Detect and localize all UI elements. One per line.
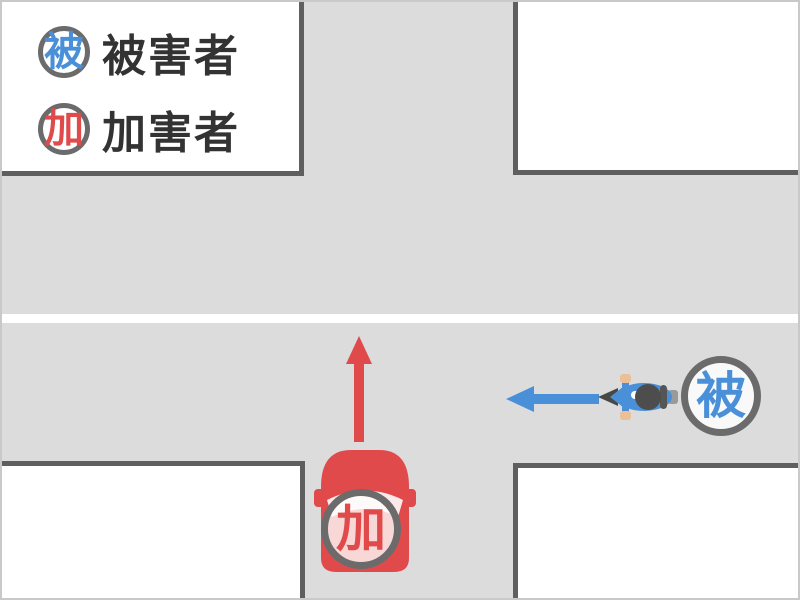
victim-direction-arrow-icon bbox=[506, 386, 599, 412]
road-center-line bbox=[2, 314, 798, 323]
legend-row-attacker: 加 加害者 bbox=[38, 97, 240, 161]
attacker-vehicle-badge: 加 bbox=[321, 489, 401, 569]
victim-vehicle-badge: 被 bbox=[681, 356, 761, 436]
attacker-direction-arrow-icon bbox=[346, 336, 372, 442]
victim-legend-label: 被害者 bbox=[102, 31, 240, 82]
attacker-legend-label: 加害者 bbox=[102, 108, 240, 159]
corner-block-bottom-left bbox=[2, 461, 305, 598]
corner-block-bottom-right bbox=[513, 463, 798, 598]
motorcycle-icon bbox=[598, 374, 678, 420]
victim-badge-icon: 被 bbox=[38, 26, 90, 78]
attacker-badge-icon: 加 bbox=[38, 103, 90, 155]
legend-row-victim: 被 被害者 bbox=[38, 20, 240, 84]
legend: 被 被害者 加 加害者 bbox=[38, 20, 240, 174]
corner-block-top-right bbox=[513, 2, 798, 175]
